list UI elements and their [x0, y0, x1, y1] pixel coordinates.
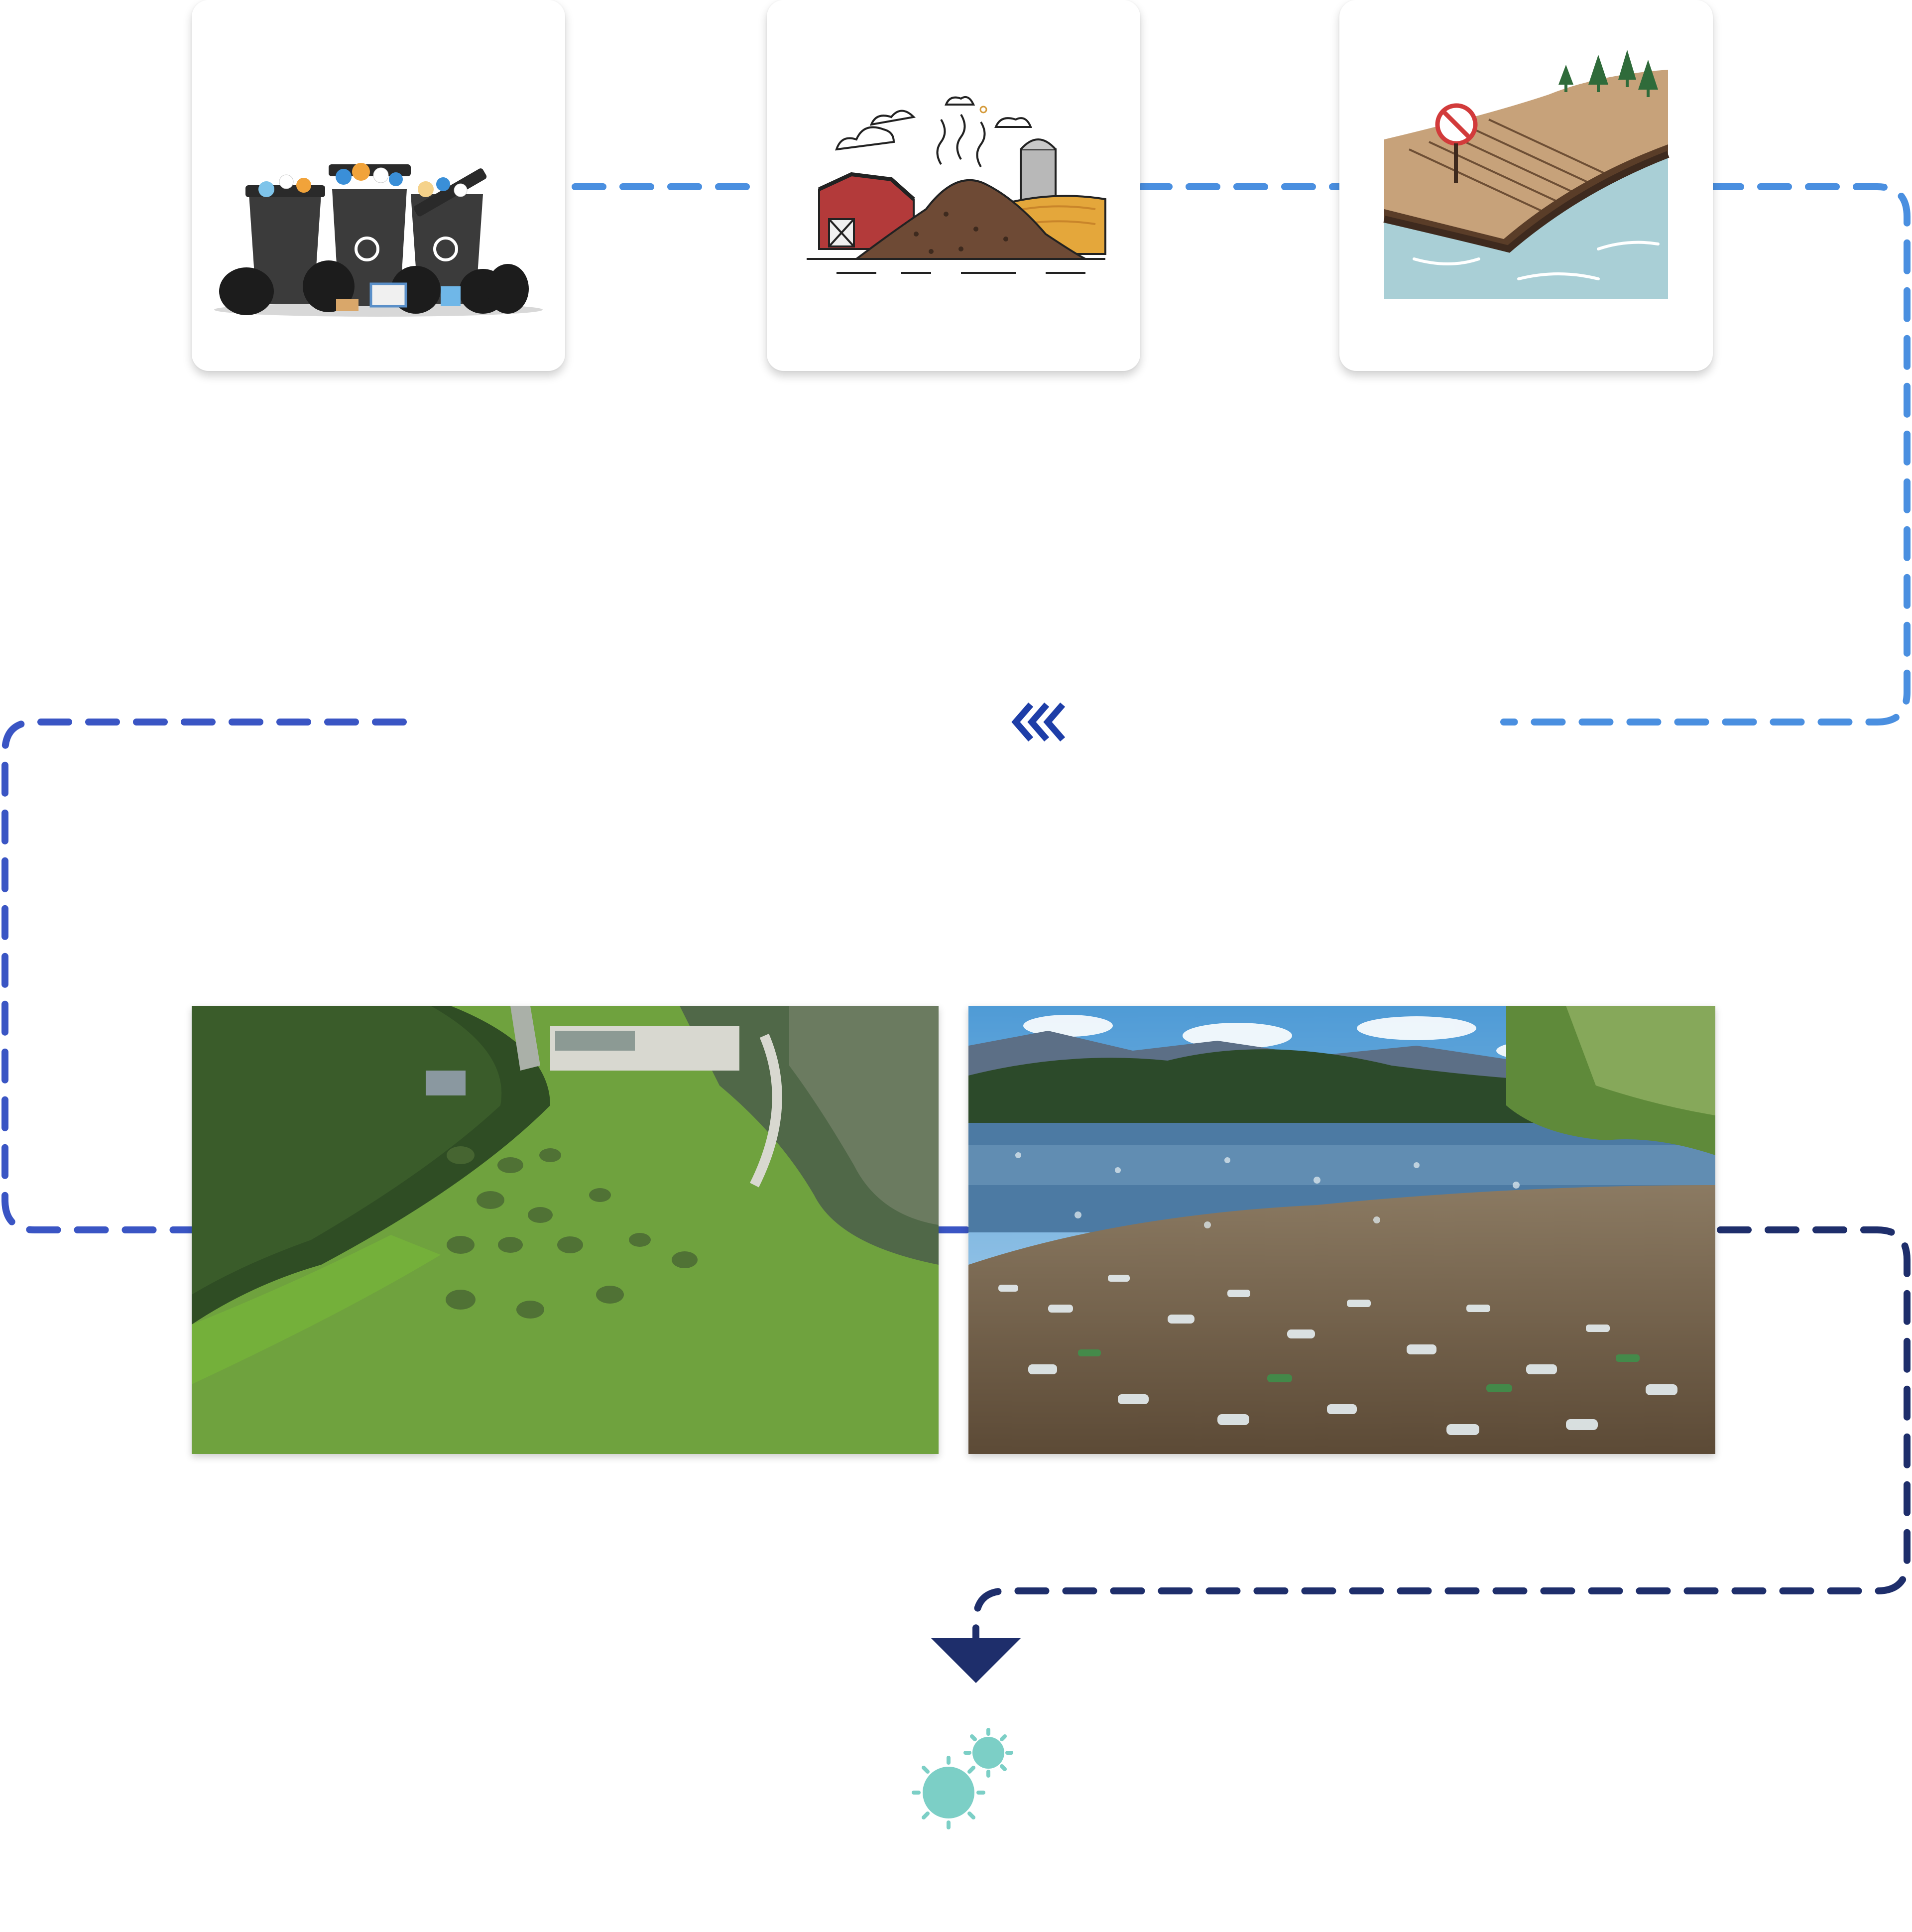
photo-plastic — [968, 1006, 1715, 1454]
farmland-runoff-to-river-icon — [1383, 50, 1670, 299]
farm-manure-pile-icon — [807, 96, 1106, 274]
algal-bloom-reservoir-photo — [192, 1006, 939, 1454]
overflowing-garbage-bins-icon — [214, 163, 543, 317]
triple-chevron-left-icon — [1011, 702, 1066, 742]
bacteria-icon — [912, 1728, 1013, 1829]
photo-algae — [192, 1006, 939, 1454]
card-runoff — [1339, 0, 1713, 371]
connector-middle-to-algae — [1, 719, 407, 1233]
card-manure — [767, 0, 1140, 371]
connector-runoff-to-middle — [1500, 183, 1911, 725]
arrow-down-icon — [931, 1638, 1021, 1683]
card-garbage — [192, 0, 565, 371]
connector-plastic-to-bacteria — [972, 1226, 1911, 1642]
plastic-waste-lake-photo — [968, 1006, 1715, 1454]
